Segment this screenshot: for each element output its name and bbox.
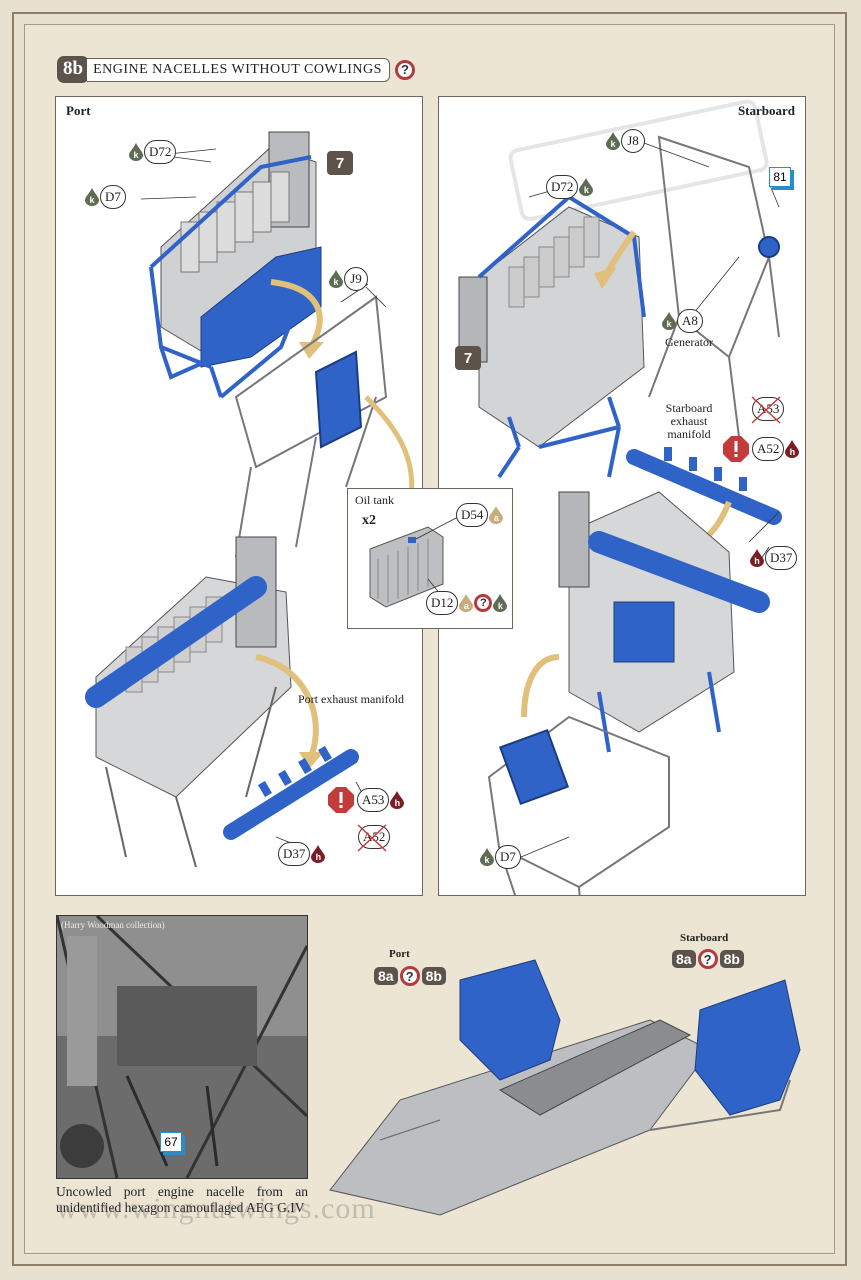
oil-tank-label: Oil tank — [355, 493, 394, 507]
part-number: A52 — [357, 824, 391, 852]
historical-photo: (Harry Woodman collection) 67 — [56, 915, 308, 1179]
photo-image — [57, 916, 307, 1178]
cross-out-icon — [751, 396, 781, 424]
page-ref-67[interactable]: 67 — [160, 1132, 182, 1152]
paint-drop-icon: h — [785, 440, 800, 458]
part-number: D37 — [765, 546, 798, 570]
page-ref-81[interactable]: 81 — [769, 167, 791, 187]
callout-d7-port: k D7 — [84, 185, 126, 209]
aircraft-overview-illustration — [329, 959, 801, 1216]
port-exhaust-label: Port exhaust manifold — [298, 692, 404, 706]
step-ref-7: 7 — [327, 151, 353, 175]
oil-tank-illustration — [369, 516, 459, 608]
part-number: D72 — [546, 175, 579, 199]
paint-drop-icon: h — [750, 549, 764, 567]
warning-icon — [328, 787, 354, 813]
overview-port-label: Port — [389, 948, 410, 960]
paint-drop-icon: a — [459, 594, 474, 612]
help-icon[interactable]: ? — [697, 949, 718, 969]
paint-drop-icon: k — [493, 594, 508, 612]
callout-d72-port: k D72 — [128, 140, 177, 164]
paint-drop-icon: k — [329, 270, 343, 288]
callout-d12: D12 a ? k — [426, 591, 508, 615]
part-number: D12 — [426, 591, 459, 615]
overview-starboard-refs: 8a ? 8b — [672, 949, 744, 969]
photo-caption: Uncowled port engine nacelle from an uni… — [56, 1184, 308, 1215]
step-ref-8b[interactable]: 8b — [421, 967, 446, 985]
help-badge[interactable]: ? — [394, 59, 415, 80]
part-number: A53 — [357, 788, 390, 812]
generator-label: Generator — [665, 335, 713, 349]
paint-drop-icon: k — [480, 848, 494, 866]
outer-frame — [12, 12, 847, 1266]
part-number: A8 — [677, 309, 703, 333]
paint-drop-icon: a — [489, 506, 504, 524]
part-number: A53 — [751, 396, 785, 424]
part-number: D7 — [100, 185, 126, 209]
part-number: D72 — [144, 140, 177, 164]
part-number: J9 — [344, 267, 368, 291]
step-ref-8a[interactable]: 8a — [672, 950, 696, 968]
step-ref-7-starboard: 7 — [455, 346, 481, 370]
overview-starboard-label: Starboard — [680, 932, 729, 944]
callout-j8: k J8 — [605, 129, 645, 153]
watermark: www.wingnutwings.com — [56, 1192, 376, 1225]
port-engine-illustration — [85, 131, 415, 868]
callout-d37-starboard: h D37 — [749, 546, 798, 570]
overview-port-refs: 8a ? 8b — [374, 966, 446, 986]
step-header: 8b ENGINE NACELLES WITHOUT COWLINGS ? — [57, 56, 415, 83]
paint-drop-icon: k — [85, 188, 99, 206]
part-number: A52 — [752, 437, 785, 461]
port-panel: Port k D72 k D7 7 k J9 Port exhaust mani… — [55, 96, 423, 896]
paint-drop-icon: h — [390, 791, 405, 809]
paint-drop-icon: k — [662, 312, 676, 330]
part-number: D37 — [278, 842, 311, 866]
paint-drop-icon: k — [606, 132, 620, 150]
step-ref-8a[interactable]: 8a — [374, 967, 398, 985]
callout-d72-starboard: D72 k — [546, 175, 594, 199]
help-icon[interactable]: ? — [399, 966, 420, 986]
part-number: J8 — [621, 129, 645, 153]
callout-a52-starboard: A52 h — [723, 436, 800, 462]
help-icon[interactable]: ? — [474, 594, 493, 612]
callout-a52-crossed: A52 — [357, 824, 391, 852]
callout-d54: D54 a — [456, 503, 504, 527]
warning-icon — [723, 436, 749, 462]
callout-d37-port: D37 h — [278, 842, 326, 866]
step-title: ENGINE NACELLES WITHOUT COWLINGS — [87, 57, 390, 82]
starboard-engine-illustration — [458, 99, 782, 895]
part-number: D7 — [495, 845, 521, 869]
paint-drop-icon: h — [311, 845, 326, 863]
callout-a53-crossed: A53 — [751, 396, 785, 424]
paint-drop-icon: k — [579, 178, 594, 196]
step-number: 8b — [57, 56, 90, 83]
callout-d7-starboard: k D7 — [479, 845, 521, 869]
paint-drop-icon: k — [129, 143, 143, 161]
step-ref-8b[interactable]: 8b — [719, 950, 744, 968]
port-label: Port — [66, 103, 91, 118]
starboard-label: Starboard — [737, 103, 795, 118]
starboard-exhaust-label: Starboard exhaust manifold — [665, 401, 713, 441]
callout-a8: k A8 — [661, 309, 703, 333]
oil-tank-quantity: x2 — [362, 513, 376, 528]
part-number: D54 — [456, 503, 489, 527]
photo-credit: (Harry Woodman collection) — [61, 920, 165, 930]
callout-j9: k J9 — [328, 267, 368, 291]
callout-a53-port: A53 h — [328, 787, 405, 813]
cross-out-icon — [357, 824, 387, 852]
oil-tank-box: Oil tank x2 D54 a D12 a ? k — [347, 488, 513, 629]
